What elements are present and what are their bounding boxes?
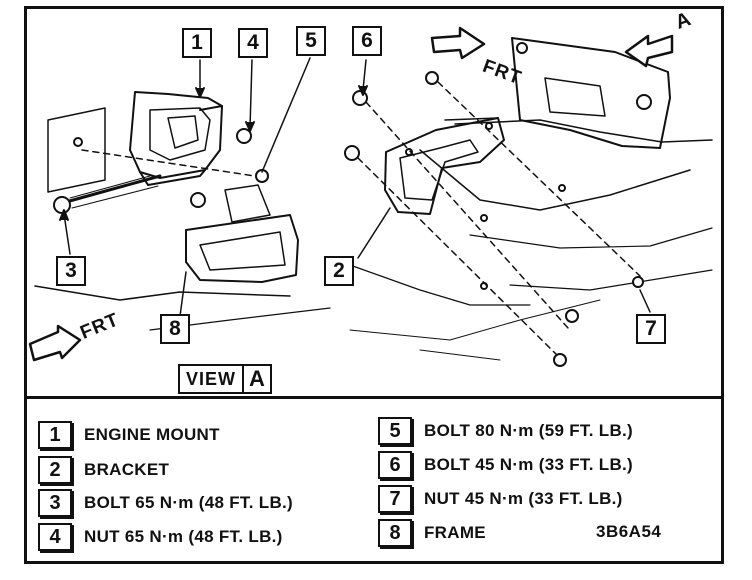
callout-8: 8 bbox=[160, 314, 190, 344]
long-bolt bbox=[64, 174, 162, 204]
callout-3: 3 bbox=[56, 256, 86, 286]
legend-item-7: 7 NUT 45 N·m (33 FT. LB.) bbox=[378, 484, 623, 514]
callout-6: 6 bbox=[352, 26, 382, 56]
legend-number: 6 bbox=[378, 451, 412, 479]
legend-number: 4 bbox=[38, 523, 72, 551]
view-caption: VIEW A bbox=[178, 364, 272, 394]
callout-5: 5 bbox=[296, 26, 326, 56]
frt-arrow-left bbox=[28, 324, 82, 362]
figure-code: 3B6A54 bbox=[596, 522, 662, 541]
legend-text: BOLT 45 N·m (33 FT. LB.) bbox=[424, 455, 634, 474]
mount-bracket bbox=[384, 117, 505, 215]
legend-item-6: 6 BOLT 45 N·m (33 FT. LB.) bbox=[378, 450, 633, 480]
frame-rail-plate bbox=[511, 37, 671, 149]
callout-7: 7 bbox=[636, 314, 666, 344]
legend-number: 1 bbox=[38, 421, 72, 449]
legend-divider bbox=[24, 396, 724, 399]
engine-mount bbox=[129, 91, 223, 179]
view-a-arrow bbox=[624, 34, 674, 68]
legend-number: 3 bbox=[38, 489, 72, 517]
legend-item-4: 4 NUT 65 N·m (48 FT. LB.) bbox=[38, 522, 283, 552]
legend-item-5: 5 BOLT 80 N·m (59 FT. LB.) bbox=[378, 416, 633, 446]
legend-item-8: 8 FRAME bbox=[378, 518, 486, 548]
frame-bracket bbox=[185, 214, 299, 283]
view-caption-letter: A bbox=[242, 366, 270, 392]
callout-2: 2 bbox=[324, 256, 354, 286]
engine-block-plate bbox=[47, 107, 106, 193]
legend-text: NUT 65 N·m (48 FT. LB.) bbox=[84, 527, 283, 546]
legend-text: BOLT 65 N·m (48 FT. LB.) bbox=[84, 493, 294, 512]
legend-item-2: 2 BRACKET bbox=[38, 455, 169, 485]
legend-text: NUT 45 N·m (33 FT. LB.) bbox=[424, 489, 623, 508]
view-caption-word: VIEW bbox=[186, 368, 237, 389]
legend-number: 2 bbox=[38, 456, 72, 484]
legend-item-3: 3 BOLT 65 N·m (48 FT. LB.) bbox=[38, 488, 293, 518]
frt-arrow-top bbox=[430, 26, 486, 60]
diagram-frame bbox=[24, 6, 724, 564]
legend-text: BOLT 80 N·m (59 FT. LB.) bbox=[424, 421, 634, 440]
callout-1: 1 bbox=[182, 28, 212, 58]
legend-text: BRACKET bbox=[84, 460, 170, 479]
legend-number: 7 bbox=[378, 485, 412, 513]
legend-item-1: 1 ENGINE MOUNT bbox=[38, 420, 220, 450]
legend-text: ENGINE MOUNT bbox=[84, 425, 220, 444]
legend-number: 5 bbox=[378, 417, 412, 445]
legend-text: FRAME bbox=[424, 523, 486, 542]
callout-4: 4 bbox=[238, 28, 268, 58]
legend-number: 8 bbox=[378, 519, 412, 547]
